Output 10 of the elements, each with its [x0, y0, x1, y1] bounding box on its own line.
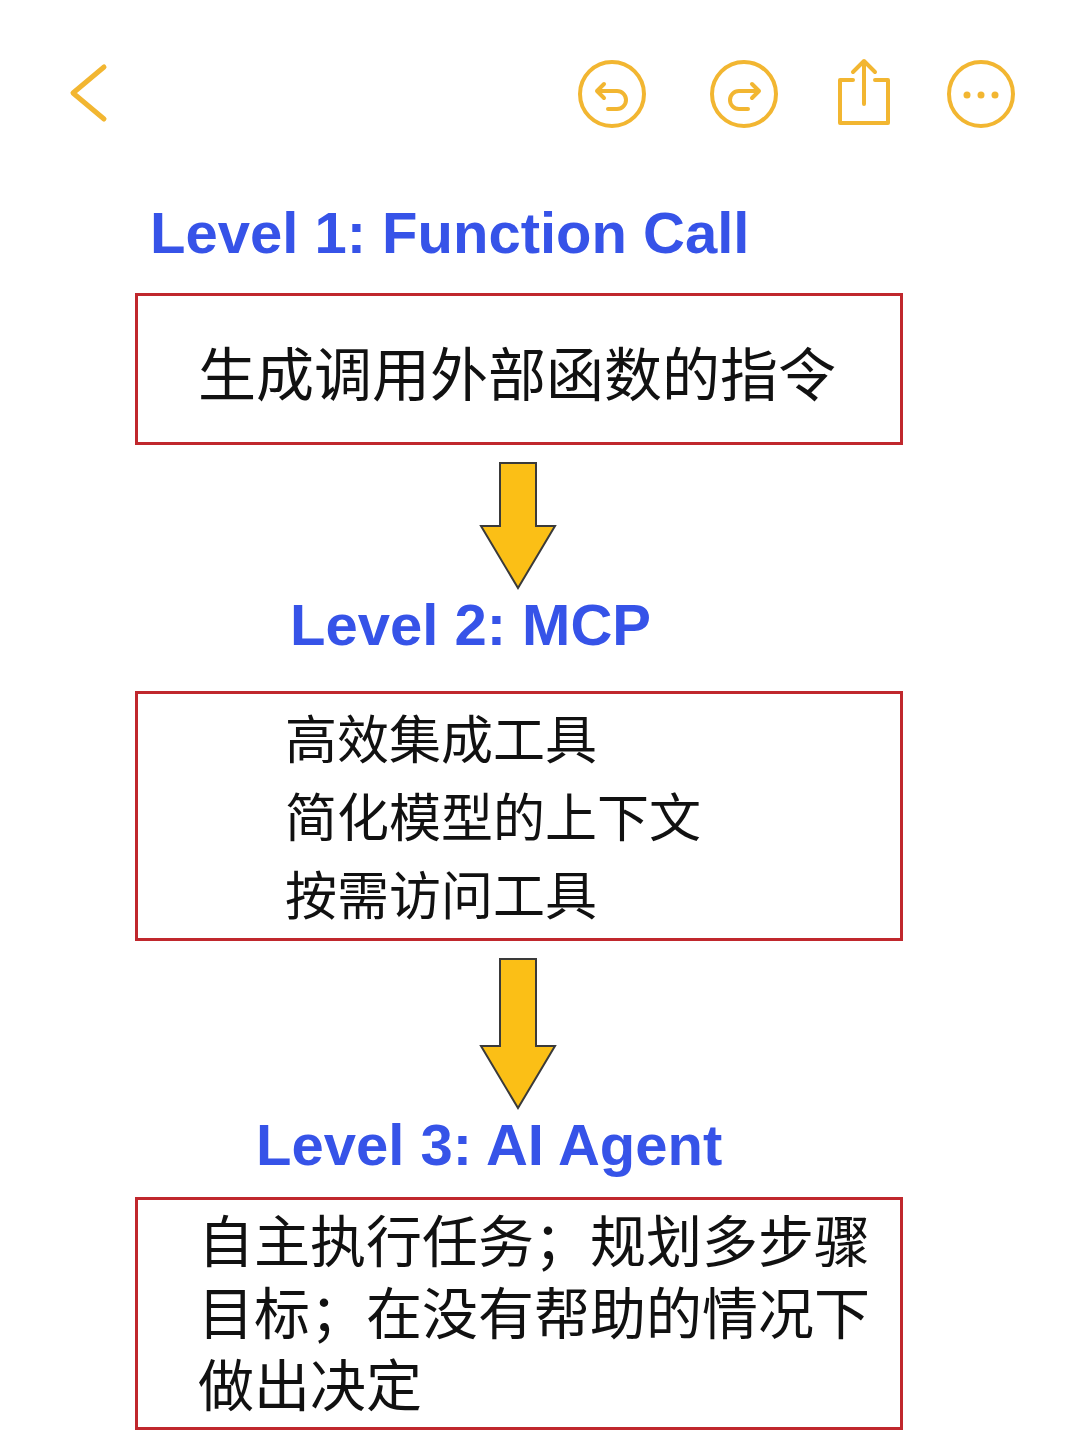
- level-heading: Level 1: Function Call: [150, 199, 750, 267]
- description-text: 生成调用外部函数的指令: [198, 336, 837, 406]
- description-text: 简化模型的上下文: [285, 776, 702, 854]
- description-text: 自主执行任务；规划多步骤目标；在没有帮助的情况下做出决定: [198, 1202, 871, 1418]
- block-arrow: [479, 958, 557, 1110]
- block-arrow: [479, 462, 557, 590]
- level-heading: Level 3: AI Agent: [256, 1111, 723, 1179]
- description-text: 按需访问工具: [285, 854, 598, 932]
- level-heading: Level 2: MCP: [290, 591, 651, 659]
- description-text: 高效集成工具: [285, 698, 598, 776]
